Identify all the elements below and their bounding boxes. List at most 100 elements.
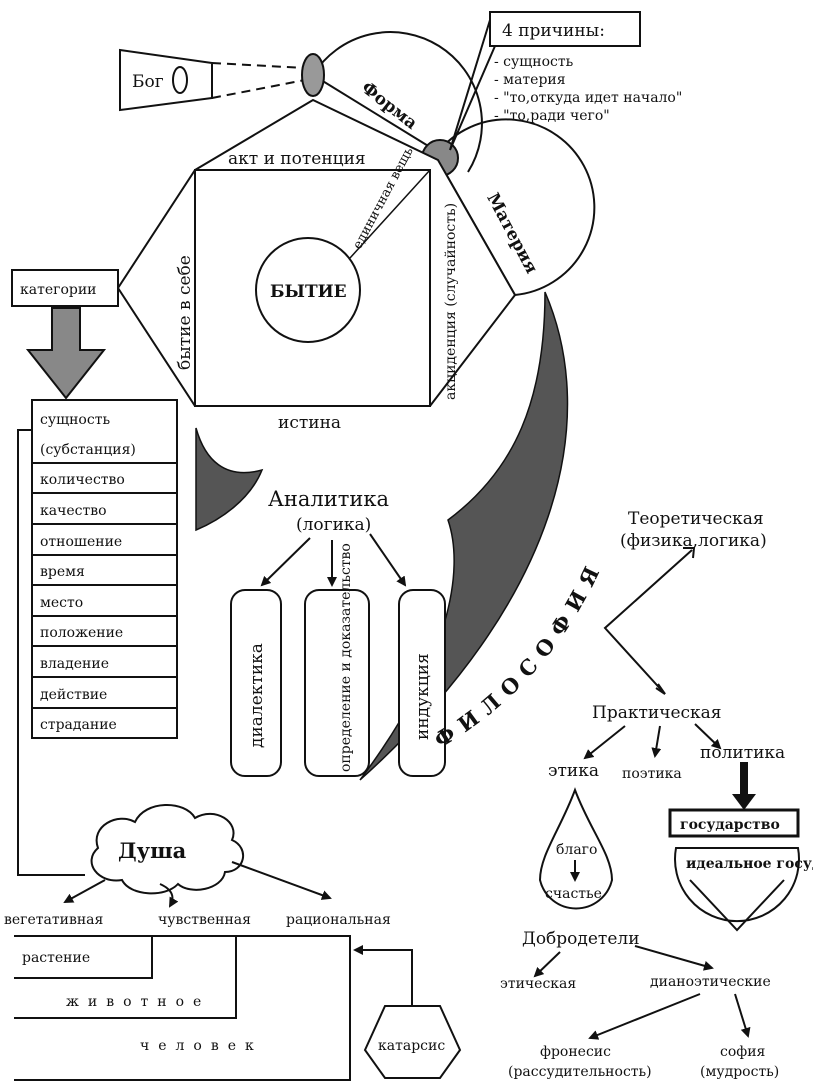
categories-label: категории [20,282,97,298]
arrow-head-icon [683,547,696,559]
ideal-state-label-text: идеальное государство [686,856,813,872]
category-item: отношение [40,534,122,550]
causes-title-box [489,11,641,47]
politics-down-arrow-head-icon [732,794,756,810]
category-item: страдание [40,717,117,733]
analytics-subtitle: (логика) [296,515,371,535]
sophia-sub: (мудрость) [700,1064,779,1080]
catharsis-label: катарсис [378,1038,445,1054]
form-chord [312,74,439,153]
category-item: положение [40,625,123,641]
state-label: государство [680,817,780,833]
category-item: действие [40,687,107,703]
causes-item: - "то,откуда идет начало" [494,90,682,106]
category-item: количество [40,472,125,488]
being-circle [255,237,361,343]
soul-nesting-line [14,935,351,1081]
form-dot-icon [301,53,325,97]
method-induction: индукция [413,653,433,740]
categories-down-arrow-icon [25,307,107,400]
analytics-group: Аналитика (логика) диалектика определени… [230,487,446,777]
animal-label: животное [66,994,210,1010]
category-item: владение [40,656,109,672]
analytics-arrow [260,537,311,587]
human-label: человек [140,1038,263,1054]
state-box [668,808,800,838]
soul-title: Душа [118,838,187,863]
phronesis-sub: (рассудительность) [508,1064,652,1080]
theoretical-label: Теоретическая [628,509,764,529]
being-right-label: акциденция (случайность) [443,203,459,400]
soul-group: Душа вегетативная чувственная рациональн… [4,804,462,1081]
category-item: сущность [40,412,110,428]
matter-circle [437,118,596,296]
ideal-state-shape [674,847,800,923]
ethical-virtue-label: этическая [500,976,576,992]
god-ray-top [211,62,306,69]
causes-item: - сущность [494,54,574,70]
being-top-label: акт и потенция [228,149,366,169]
soul-arrow [159,883,179,908]
practical-label: Практическая [592,703,722,723]
plant-label: растение [22,950,90,966]
virtues-label: Добродетели [522,929,640,949]
good-drop-shape [538,787,614,910]
philosophy-branch [603,549,693,695]
dianoetic-virtue-label: дианоэтические [650,974,771,990]
method-box [398,589,446,777]
categories-label-box [11,269,119,307]
virtues-arrow [634,945,714,971]
good-label: благо [556,842,597,858]
happiness-label: счастье [545,886,602,902]
god-ray-bottom [211,79,306,99]
analytics-title: Аналитика [268,487,389,511]
god-eye-icon [172,66,188,94]
virtues-arrow [533,951,561,978]
politics-down-arrow-icon [740,762,748,796]
soul-type: чувственная [158,912,251,928]
sophia-label: софия [720,1044,766,1060]
being-diagram: БЫТИЕ акт и потенция истина бытие в себе… [116,98,517,433]
left-dark-wedge [195,427,264,532]
arrow-head-icon [655,683,666,695]
soul-arrow [231,861,332,900]
being-center-label: БЫТИЕ [270,282,347,302]
method-dialectics: диалектика [247,643,267,748]
categories-to-soul-connector [17,429,85,876]
practical-arrow [694,723,722,750]
ethics-label: этика [548,761,599,781]
dianoetic-arrow [734,993,751,1038]
form-circle [312,31,483,173]
politics-label: политика [700,743,785,763]
theoretical-sub: (физика,логика) [620,531,767,551]
soul-type: рациональная [286,912,391,928]
categories-group: категории сущность (субстанция) количест… [11,269,178,876]
soul-arrow [63,879,106,903]
soul-cloud-shape [90,804,245,895]
ideal-state-label: идеальное государство [686,856,813,872]
method-box [230,589,282,777]
causes-pointer [449,19,496,151]
causes-box: 4 причины: - сущность - материя - "то,от… [449,11,682,151]
being-diagonal [349,169,431,259]
category-item: (субстанция) [40,442,136,458]
being-left-label: бытие в себе [175,255,195,370]
category-item: место [40,595,83,611]
soul-type: вегетативная [4,912,104,928]
practical-arrow [583,725,626,760]
poetics-label: поэтика [622,766,682,782]
dianoetic-arrow [588,993,701,1040]
method-box [304,589,370,777]
catharsis-hexagon [363,1005,462,1079]
categories-list-box [31,399,178,739]
category-item: качество [40,503,107,519]
being-bottom-label: истина [278,413,341,433]
catharsis-connector [353,945,413,1006]
method-definition: определение и доказательство [338,543,354,772]
causes-item: - "то,ради чего" [494,108,610,124]
analytics-arrow [369,533,407,587]
god-group: Бог [119,48,306,112]
practical-arrow [651,725,662,758]
ideal-state-v [689,879,785,932]
